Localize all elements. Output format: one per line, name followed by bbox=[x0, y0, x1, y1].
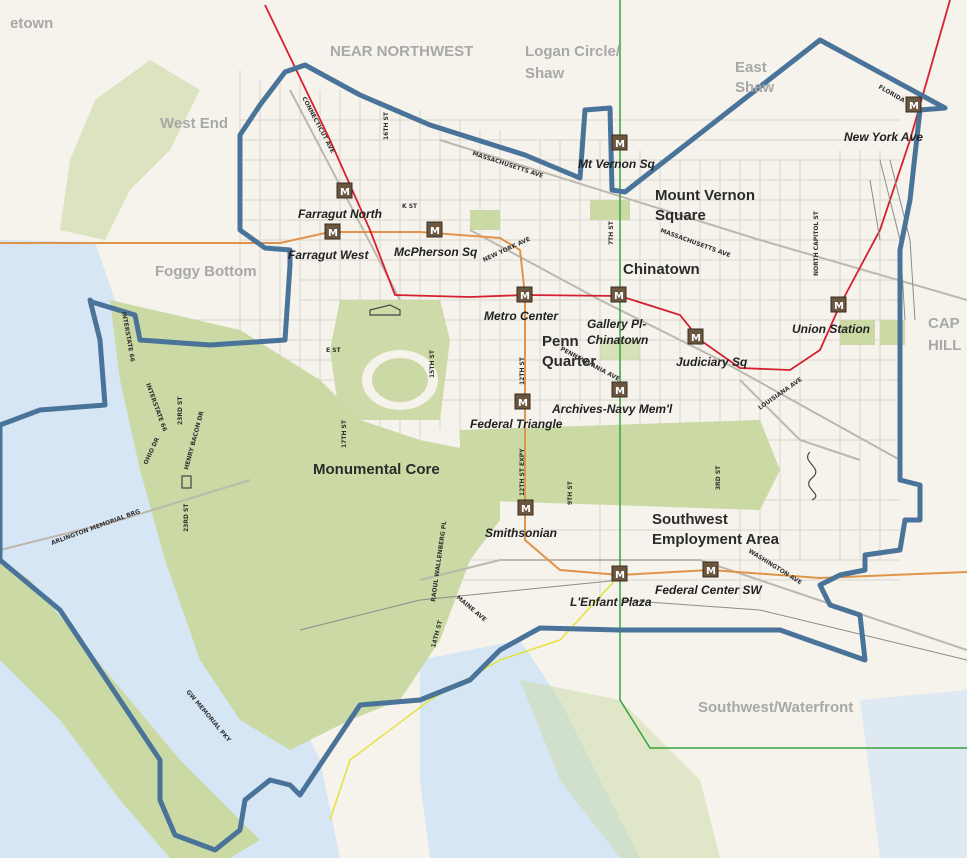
label-capitol-hill-2: HILL bbox=[928, 337, 961, 354]
station-federal-center-sw[interactable]: Federal Center SW bbox=[655, 583, 763, 597]
svg-text:M: M bbox=[430, 226, 440, 237]
street-23rd-st-2: 23RD ST bbox=[183, 503, 190, 532]
label-mount-vernon-1: Mount Vernon bbox=[655, 187, 755, 204]
street-3rd-st: 3RD ST bbox=[715, 465, 722, 490]
metro-icon-federal-triangle[interactable]: M bbox=[514, 393, 531, 410]
metro-stations: M M M M M M M M M M M M M M bbox=[324, 96, 922, 582]
street-12th-st: 12TH ST bbox=[519, 356, 526, 385]
metro-icon-farragut-north[interactable]: M bbox=[336, 182, 353, 199]
station-farragut-west[interactable]: Farragut West bbox=[288, 248, 369, 262]
station-archives[interactable]: Archives-Navy Mem'l bbox=[551, 402, 673, 416]
station-federal-triangle[interactable]: Federal Triangle bbox=[470, 417, 563, 431]
metro-icon-smithsonian[interactable]: M bbox=[517, 499, 534, 516]
svg-text:M: M bbox=[834, 301, 844, 312]
street-9th-st: 9TH ST bbox=[567, 480, 574, 505]
street-7th-st: 7TH ST bbox=[608, 220, 615, 245]
station-mt-vernon-sq[interactable]: Mt Vernon Sq bbox=[578, 157, 656, 171]
svg-text:M: M bbox=[614, 291, 624, 302]
parks bbox=[0, 60, 905, 858]
metro-icon-farragut-west[interactable]: M bbox=[324, 223, 341, 240]
label-foggy-bottom: Foggy Bottom bbox=[155, 263, 257, 280]
station-judiciary-sq[interactable]: Judiciary Sq bbox=[676, 355, 748, 369]
station-new-york-ave[interactable]: New York Ave bbox=[844, 130, 923, 144]
svg-text:M: M bbox=[521, 504, 531, 515]
metro-icon-judiciary-sq[interactable]: M bbox=[687, 328, 704, 345]
metro-icon-mcpherson-sq[interactable]: M bbox=[426, 221, 443, 238]
red-line bbox=[264, 0, 951, 371]
metro-icon-union-station[interactable]: M bbox=[830, 296, 847, 313]
label-monumental-core: Monumental Core bbox=[313, 461, 440, 478]
metro-icon-archives[interactable]: M bbox=[611, 381, 628, 398]
label-east-shaw-1: East bbox=[735, 59, 767, 76]
label-mount-vernon-2: Square bbox=[655, 207, 706, 224]
metro-icon-metro-center[interactable]: M bbox=[516, 286, 533, 303]
label-logan-shaw: Shaw bbox=[525, 65, 565, 82]
metro-icon-lenfant-plaza[interactable]: M bbox=[611, 565, 628, 582]
svg-text:M: M bbox=[520, 291, 530, 302]
downtown-boundary bbox=[0, 37, 948, 853]
street-17th-st: 17TH ST bbox=[341, 419, 348, 448]
label-georgetown: etown bbox=[10, 15, 53, 32]
svg-text:M: M bbox=[518, 398, 528, 409]
label-southwest-employment-2: Employment Area bbox=[652, 531, 780, 548]
label-penn-1: Penn bbox=[542, 333, 579, 350]
svg-text:M: M bbox=[615, 386, 625, 397]
svg-text:M: M bbox=[340, 187, 350, 198]
street-k-st: K ST bbox=[402, 203, 418, 210]
station-gallery-pl-2[interactable]: Chinatown bbox=[587, 333, 648, 347]
metro-icon-gallery-pl[interactable]: M bbox=[610, 286, 627, 303]
street-23rd-st-1: 23RD ST bbox=[177, 396, 184, 425]
svg-text:M: M bbox=[328, 228, 338, 239]
monument-features bbox=[181, 304, 817, 501]
station-union-station[interactable]: Union Station bbox=[792, 322, 870, 336]
label-southwest-employment-1: Southwest bbox=[652, 511, 728, 528]
svg-text:M: M bbox=[909, 101, 919, 112]
street-12th-st-expy: 12TH ST EXPY bbox=[519, 448, 526, 496]
station-lenfant-plaza[interactable]: L'Enfant Plaza bbox=[570, 595, 652, 609]
station-smithsonian[interactable]: Smithsonian bbox=[485, 526, 557, 540]
label-west-end: West End bbox=[160, 115, 228, 132]
svg-text:M: M bbox=[615, 570, 625, 581]
label-capitol-hill-1: CAP bbox=[928, 315, 960, 332]
metro-icon-federal-center-sw[interactable]: M bbox=[702, 561, 719, 578]
label-southwest-waterfront: Southwest/Waterfront bbox=[698, 699, 853, 716]
street-north-capitol-st: NORTH CAPITOL ST bbox=[813, 210, 820, 276]
svg-text:M: M bbox=[691, 333, 701, 344]
label-near-northwest: NEAR NORTHWEST bbox=[330, 43, 473, 60]
street-e-st: E ST bbox=[326, 347, 342, 354]
street-15th-st: 15TH ST bbox=[429, 349, 436, 378]
label-chinatown: Chinatown bbox=[623, 261, 700, 278]
station-farragut-north[interactable]: Farragut North bbox=[298, 207, 382, 221]
svg-text:M: M bbox=[615, 139, 625, 150]
green-yellow-line bbox=[619, 0, 967, 749]
metro-icon-new-york-ave[interactable]: M bbox=[905, 96, 922, 113]
station-mcpherson-sq[interactable]: McPherson Sq bbox=[394, 245, 478, 259]
label-logan-circle: Logan Circle/ bbox=[525, 43, 621, 60]
svg-text:M: M bbox=[706, 566, 716, 577]
label-east-shaw-2: Shaw bbox=[735, 79, 775, 96]
station-metro-center[interactable]: Metro Center bbox=[484, 309, 559, 323]
label-penn-2: Quarter bbox=[542, 353, 596, 370]
anacostia-water bbox=[860, 690, 967, 858]
metro-icon-mt-vernon-sq[interactable]: M bbox=[611, 134, 628, 151]
station-gallery-pl-1[interactable]: Gallery Pl- bbox=[587, 317, 646, 331]
street-16th-st: 16TH ST bbox=[383, 111, 390, 140]
